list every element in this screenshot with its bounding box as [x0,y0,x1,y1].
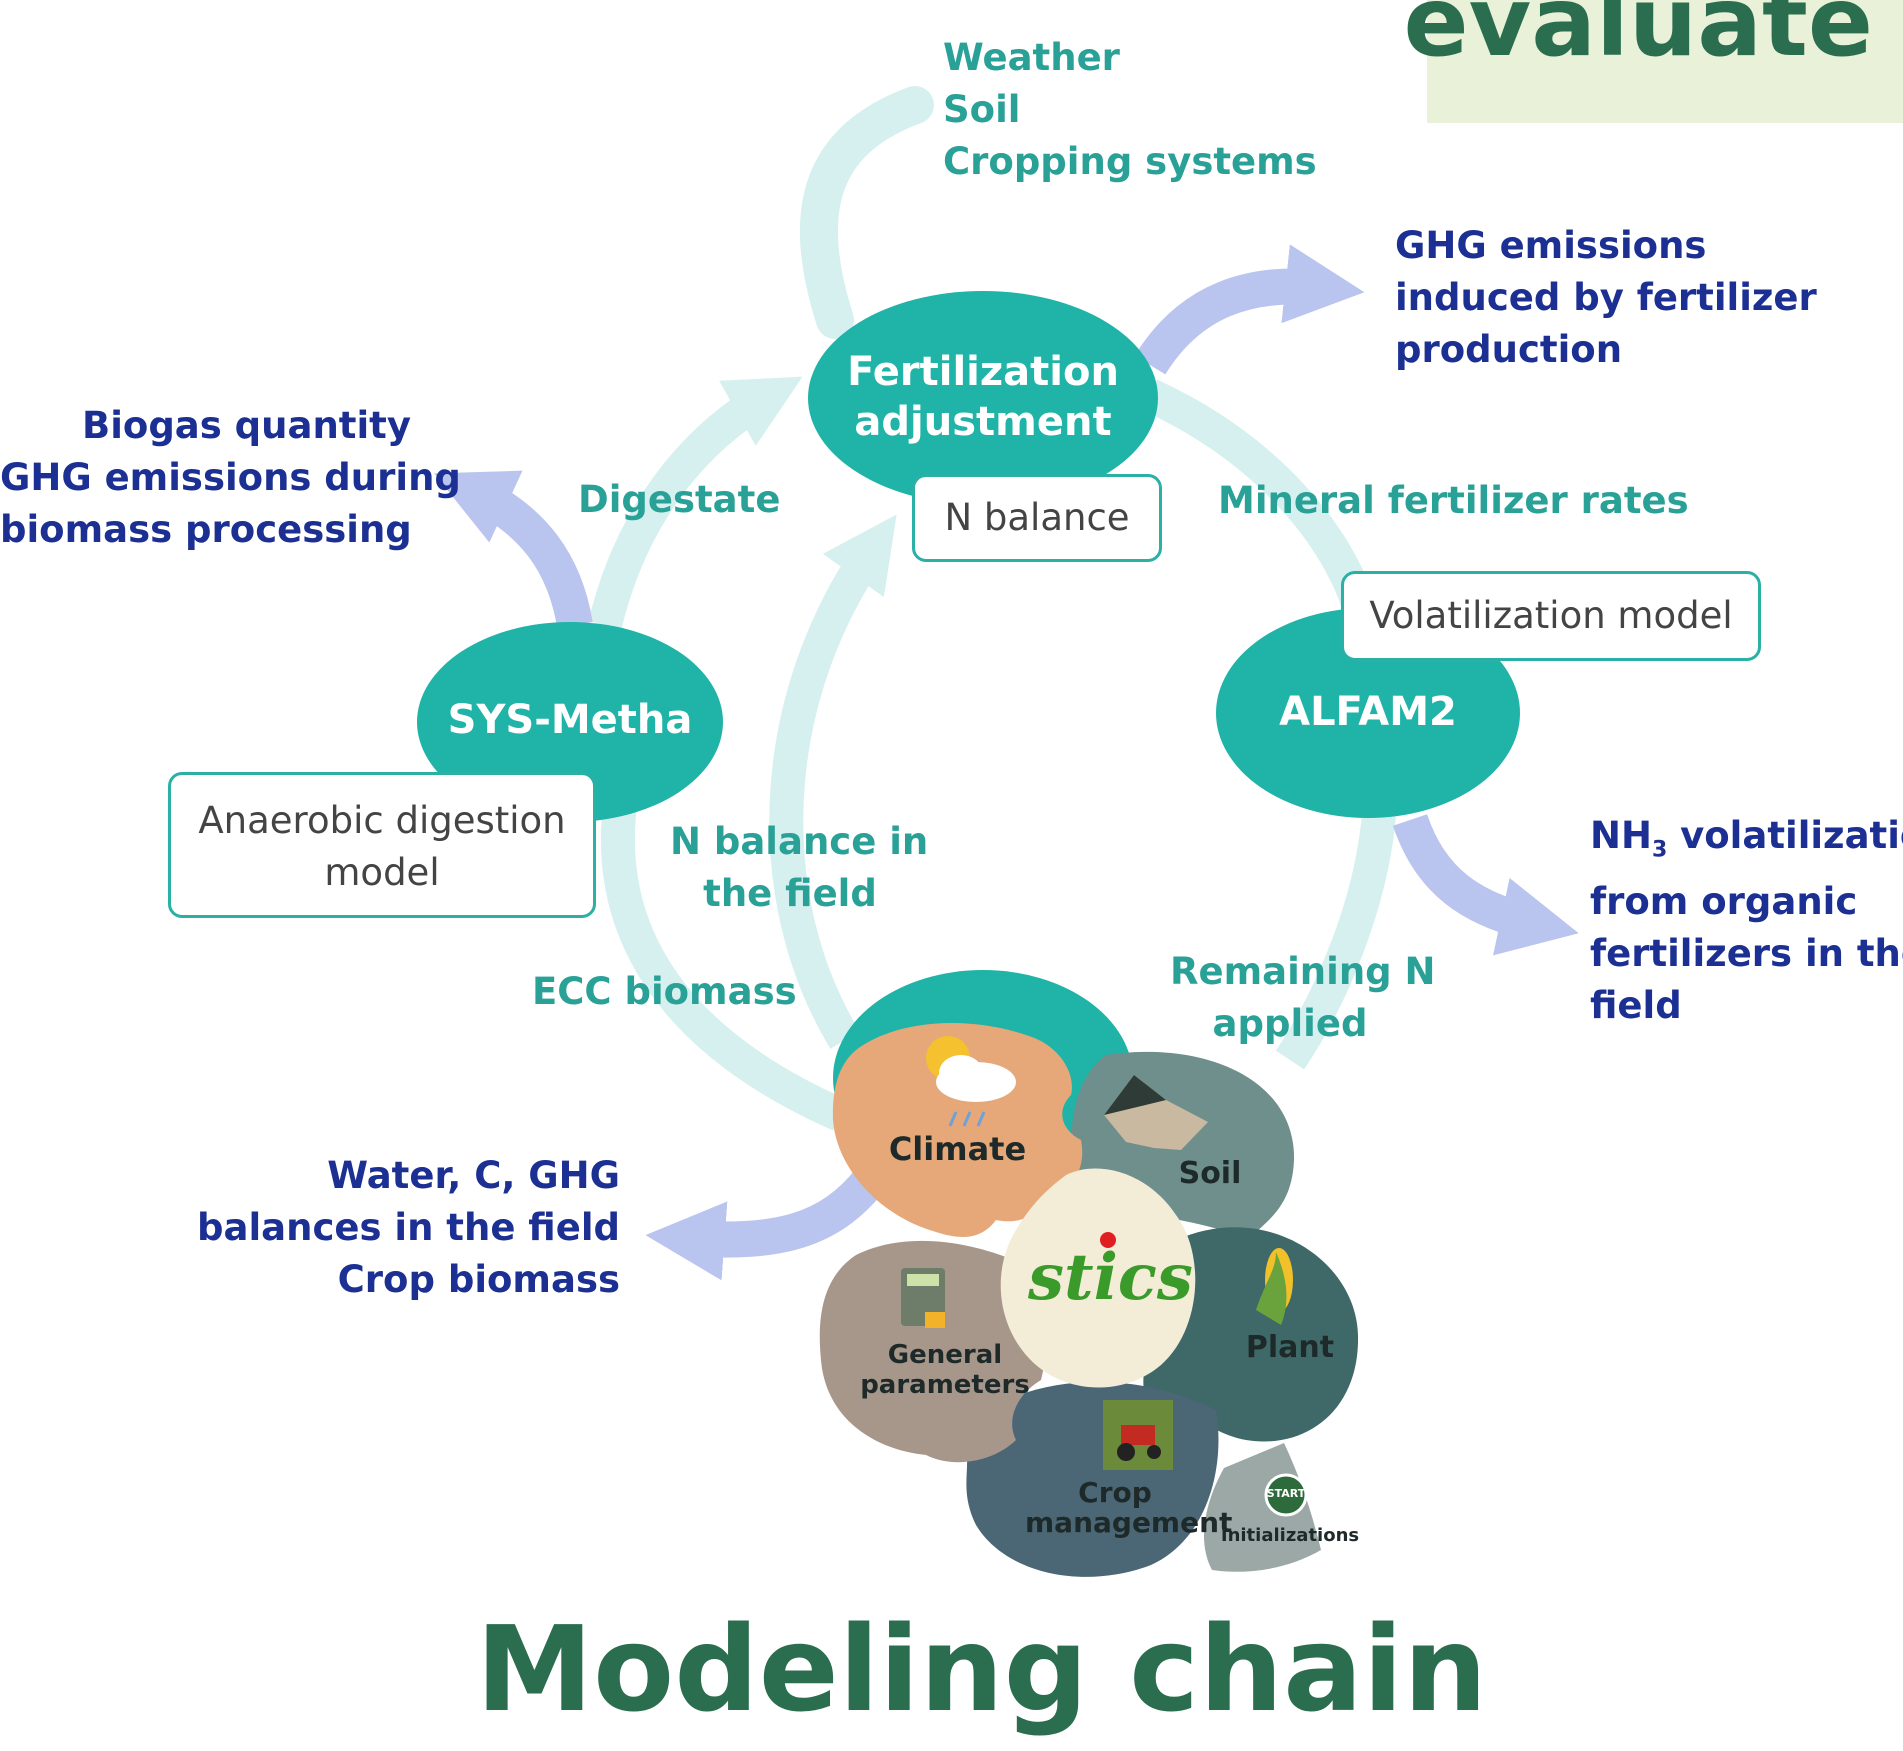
fertilization-label: Fertilization adjustment [843,347,1123,447]
nh3-line3: fertilizers in the [1590,932,1903,976]
arrow-nh3 [1392,813,1579,956]
puzzle-piece-stics-center [1000,1168,1196,1388]
remaining-n-label: Remaining N applied [1170,946,1436,1050]
nh3-line2: from organic [1590,880,1858,924]
n-balance-field-line2: the field [703,872,877,915]
water-balance-line1: Water, C, GHG [327,1154,620,1197]
stics-puzzle [819,1023,1359,1577]
inputs-label: Weather Soil Cropping systems [943,32,1317,188]
corn-icon [1256,1248,1293,1325]
puzzle-piece-climate [832,1023,1083,1237]
corner-banner: evaluate [1404,0,1903,123]
input-weather: Weather [943,36,1120,79]
sun-cloud-icon [926,1036,1016,1127]
biogas-line1: Biogas quantity [82,404,411,447]
anaerobic-line1: Anaerobic digestion [198,799,566,842]
water-balance-output: Water, C, GHG balances in the field Crop… [100,1150,620,1306]
general-line2: parameters [860,1370,1030,1400]
ghg-fertilizer-line1: GHG emissions [1395,224,1707,267]
ghg-fertilizer-output: GHG emissions induced by fertilizer prod… [1395,220,1817,376]
crop-line1: Crop [1078,1476,1152,1509]
arrow-water-balance [645,1168,885,1281]
crop-line2: management [1025,1506,1233,1539]
stics-logo: stics [1028,1240,1193,1315]
nh3-subscript: 3 [1651,837,1668,863]
remaining-n-line2: applied [1212,1002,1368,1045]
tractor-icon [1103,1400,1173,1470]
arrow-biogas [434,470,593,629]
nh3-nh: NH [1590,814,1652,857]
soil-mound-icon [1104,1075,1208,1150]
digestate-label: Digestate [578,478,781,521]
start-icon [1264,1473,1308,1517]
ecc-biomass-label: ECC biomass [532,970,797,1013]
arrow-remaining-n [1275,799,1397,1070]
sys-metha-label: SYS-Metha [447,697,693,743]
calculator-icon [901,1268,945,1328]
ghg-fertilizer-line2: induced by fertilizer [1395,276,1817,319]
n-balance-field-label: N balance in the field [670,816,929,920]
biogas-line2: GHG emissions during [0,456,461,499]
arrow-ghg-fertilizer [1134,244,1365,375]
water-balance-line2: balances in the field [197,1206,620,1249]
nh3-output: NH3 volatilization from organic fertiliz… [1590,810,1903,1032]
general-parameters-label: General parameters [860,1340,1030,1400]
plant-module-label: Plant [1245,1330,1335,1365]
fertilization-label-line1: Fertilization [847,349,1119,395]
puzzle-piece-plant [1143,1227,1359,1442]
input-cropping-systems: Cropping systems [943,140,1317,183]
input-soil: Soil [943,88,1021,131]
nh3-rest: volatilization [1680,814,1903,857]
arrow-digestate [588,376,803,629]
alfam2-label: ALFAM2 [1279,689,1457,735]
puzzle-piece-general-parameters [819,1240,1048,1463]
remaining-n-line1: Remaining N [1170,950,1436,993]
node-fertilization-adjustment [808,291,1158,505]
page-title: Modeling chain [475,1600,1488,1738]
anaerobic-digestion-box: Anaerobic digestion model [168,772,596,918]
crop-management-label: Crop management [1025,1476,1233,1539]
general-line1: General [887,1340,1003,1370]
arrow-ecc-biomass [600,802,847,1131]
start-label: START [1266,1487,1306,1500]
nh3-line1: NH3 volatilization [1590,810,1903,876]
corner-banner-text: evaluate [1403,0,1874,78]
soil-module-label: Soil [1178,1156,1242,1191]
stics-logo-dot [1100,1232,1116,1248]
volatilization-model-box: Volatilization model [1341,571,1761,661]
arrow-n-balance-field [769,514,897,1049]
nh3-line4: field [1590,984,1682,1028]
climate-module-label: Climate [888,1130,1027,1168]
anaerobic-line2: model [324,851,440,894]
n-balance-box: N balance [912,474,1162,562]
water-balance-line3: Crop biomass [337,1258,620,1301]
initializations-label: Initializations [1220,1525,1360,1546]
n-balance-field-line1: N balance in [670,820,929,863]
biogas-output: Biogas quantity GHG emissions during bio… [0,400,461,556]
arrow-weather-inputs [799,86,934,339]
fertilization-label-line2: adjustment [854,399,1112,445]
mineral-fertilizer-label: Mineral fertilizer rates [1218,479,1689,522]
biogas-line3: biomass processing [0,508,412,551]
ghg-fertilizer-line3: production [1395,328,1623,371]
